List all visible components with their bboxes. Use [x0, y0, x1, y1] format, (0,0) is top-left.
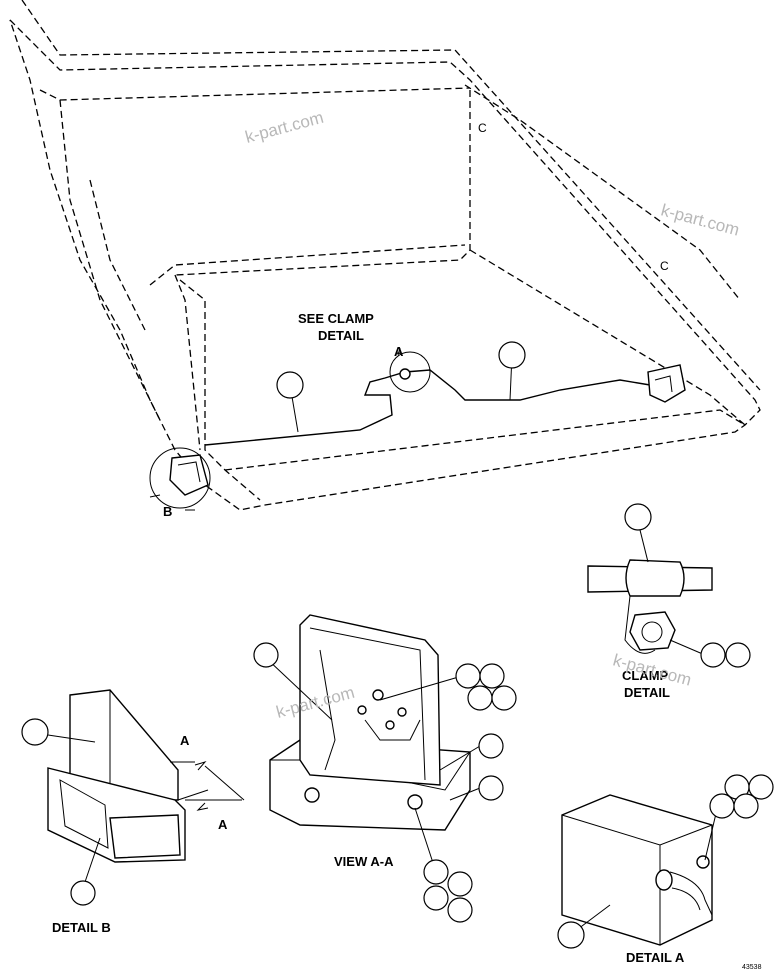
see-clamp-detail-line1: SEE CLAMP — [298, 311, 374, 326]
marker-b-label: B — [163, 504, 172, 519]
detail-a-label: DETAIL A — [626, 950, 685, 965]
left-connector — [149, 447, 211, 511]
right-connector — [647, 364, 686, 403]
cab-outline — [9, 0, 761, 511]
arrow-a-lower-label: A — [218, 817, 228, 832]
clamp-detail-line2: DETAIL — [624, 685, 670, 700]
main-view-balloons — [276, 341, 526, 433]
detail-b-drawing — [21, 689, 245, 906]
panel-mark-upper: C — [478, 121, 487, 135]
marker-a-label: A — [394, 344, 404, 359]
watermark: k-part.com — [243, 108, 325, 147]
view-aa-label: VIEW A-A — [334, 854, 394, 869]
figure-number: 43538 — [742, 964, 762, 971]
see-clamp-detail-line2: DETAIL — [318, 328, 364, 343]
watermark: k-part.com — [659, 201, 741, 240]
view-aa-drawing — [253, 614, 517, 923]
clamp-detail-line1: CLAMP — [622, 668, 669, 683]
detail-a-marker — [389, 347, 431, 393]
clamp-detail-drawing — [587, 503, 751, 668]
detail-b-label: DETAIL B — [52, 920, 111, 935]
panel-mark-lower: C — [660, 259, 669, 273]
watermark: k-part.com — [611, 651, 693, 690]
detail-a-drawing — [557, 774, 774, 949]
arrow-a-upper-label: A — [180, 733, 190, 748]
